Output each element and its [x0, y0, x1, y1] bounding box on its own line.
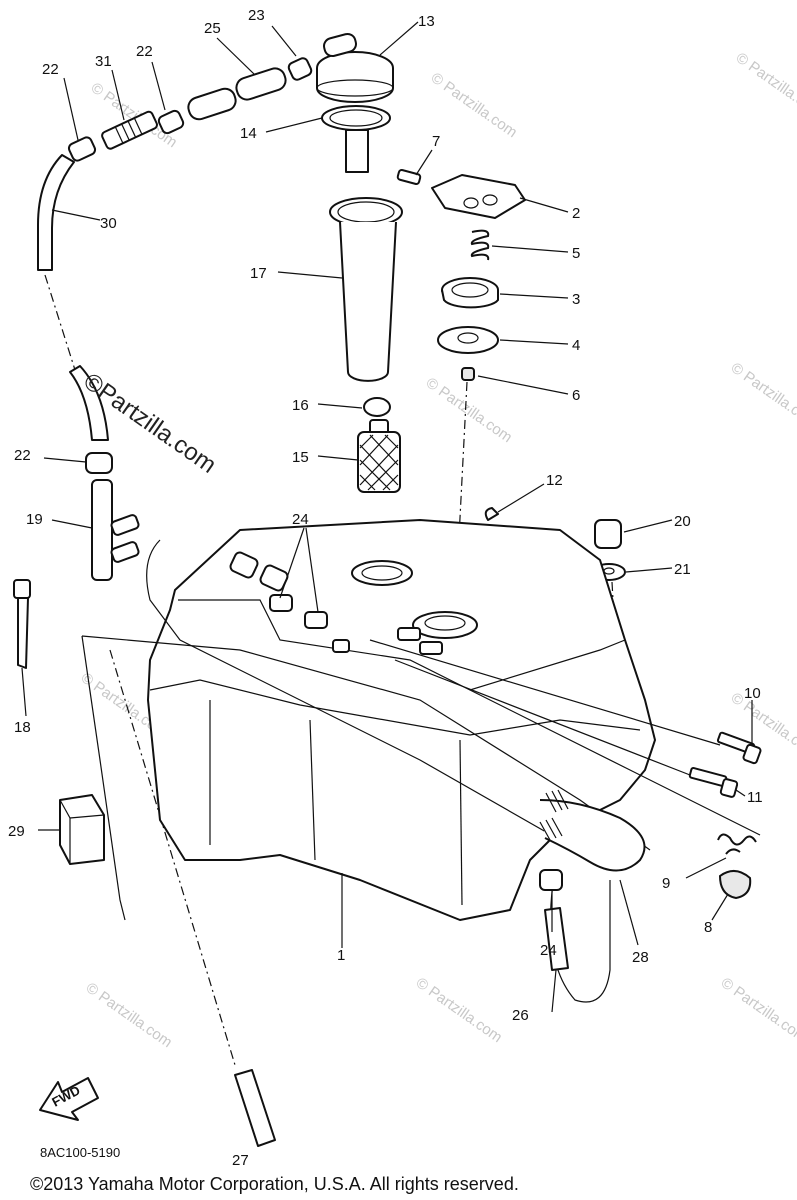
leader-lines	[21, 21, 753, 1013]
dash-line-27	[109, 649, 236, 1066]
seat-3	[441, 277, 499, 309]
bolt-11	[688, 766, 739, 798]
clip-16	[363, 397, 391, 417]
strainer-15	[357, 419, 401, 493]
watermark-text: © Partzilla.com	[728, 359, 797, 431]
callout-5: 5	[572, 245, 580, 262]
watermark-text: © Partzilla.com	[733, 49, 797, 121]
grommet-20	[594, 519, 622, 549]
callout-22: 22	[14, 447, 31, 464]
callout-19: 19	[26, 511, 43, 528]
hose-25b	[235, 67, 287, 101]
callout-7: 7	[432, 133, 440, 150]
callout-1: 1	[337, 947, 345, 964]
callout-24: 24	[292, 511, 309, 528]
callout-22: 22	[136, 43, 153, 60]
watermark-text: © Partzilla.com	[413, 974, 506, 1046]
clamp-22c	[85, 452, 113, 474]
fuel-tank-1	[147, 519, 656, 921]
fwd-arrow: FWD	[39, 1077, 99, 1121]
callout-8: 8	[704, 919, 712, 936]
strap-18	[13, 579, 31, 669]
vent-cap-13	[316, 32, 394, 103]
clamp-23	[287, 57, 313, 81]
watermark-text: © Partzilla.com	[728, 689, 797, 761]
pad-29	[59, 794, 105, 865]
spring-5	[470, 229, 490, 261]
washer-4	[437, 326, 499, 354]
vent-hose-assembly	[67, 32, 394, 173]
watermark-text: © Partzilla.com	[423, 374, 516, 446]
watermark-text: © Partzilla.com	[718, 974, 797, 1046]
callout-23: 23	[248, 7, 265, 24]
hull-outline	[146, 539, 561, 841]
leader-rod	[394, 659, 691, 776]
callout-26: 26	[512, 1007, 529, 1024]
pin-7	[396, 168, 422, 186]
callout-15: 15	[292, 449, 309, 466]
callout-4: 4	[572, 337, 580, 354]
callout-17: 17	[250, 265, 267, 282]
watermark-text: © Partzilla.com	[428, 69, 521, 141]
callout-18: 18	[14, 719, 31, 736]
diagram-code: 8AC100-5190	[40, 1145, 120, 1160]
dash-line	[44, 274, 76, 371]
fitting-31	[101, 110, 158, 150]
bolt-10	[716, 731, 762, 765]
callout-13: 13	[418, 13, 435, 30]
hull-outline	[81, 635, 126, 921]
callout-labels: 22 31 22 25 23 13 14 7 2 5 3 4 6 17 16 1…	[8, 7, 763, 1169]
callout-28: 28	[632, 949, 649, 966]
callout-30: 30	[100, 215, 117, 232]
nut-6	[461, 367, 475, 381]
callout-11: 11	[747, 789, 763, 806]
callout-22: 22	[42, 61, 59, 78]
hose-30-lower	[69, 365, 109, 441]
callout-16: 16	[292, 397, 309, 414]
clamp-22b	[157, 109, 185, 135]
callout-12: 12	[546, 472, 563, 489]
callout-31: 31	[95, 53, 112, 70]
callout-29: 29	[8, 823, 25, 840]
vent-stem	[345, 129, 369, 173]
callout-3: 3	[572, 291, 580, 308]
hose-25a	[187, 87, 237, 121]
cap-2	[431, 174, 526, 219]
leader-rod	[369, 639, 721, 746]
hose-26	[544, 907, 569, 971]
callout-25: 25	[204, 20, 221, 37]
clamp-22a	[67, 136, 97, 162]
watermark-text: © Partzilla.com	[83, 979, 176, 1051]
clip-9	[717, 833, 757, 855]
hose-28	[539, 789, 646, 872]
callout-14: 14	[240, 125, 257, 142]
clamp-24-lower	[539, 869, 563, 891]
callout-20: 20	[674, 513, 691, 530]
callout-6: 6	[572, 387, 580, 404]
damper-8	[718, 870, 752, 900]
callout-2: 2	[572, 205, 580, 222]
callout-10: 10	[744, 685, 761, 702]
joint-19	[91, 479, 140, 581]
hose-30	[37, 154, 75, 271]
callout-27: 27	[232, 1152, 249, 1169]
hose-27	[234, 1069, 276, 1147]
filler-neck-17	[329, 197, 403, 382]
leader-rod	[469, 689, 761, 836]
copyright-text: ©2013 Yamaha Motor Corporation, U.S.A. A…	[30, 1174, 519, 1194]
clip-12	[484, 507, 499, 521]
callout-21: 21	[674, 561, 691, 578]
callout-24: 24	[540, 942, 557, 959]
callout-9: 9	[662, 875, 670, 892]
